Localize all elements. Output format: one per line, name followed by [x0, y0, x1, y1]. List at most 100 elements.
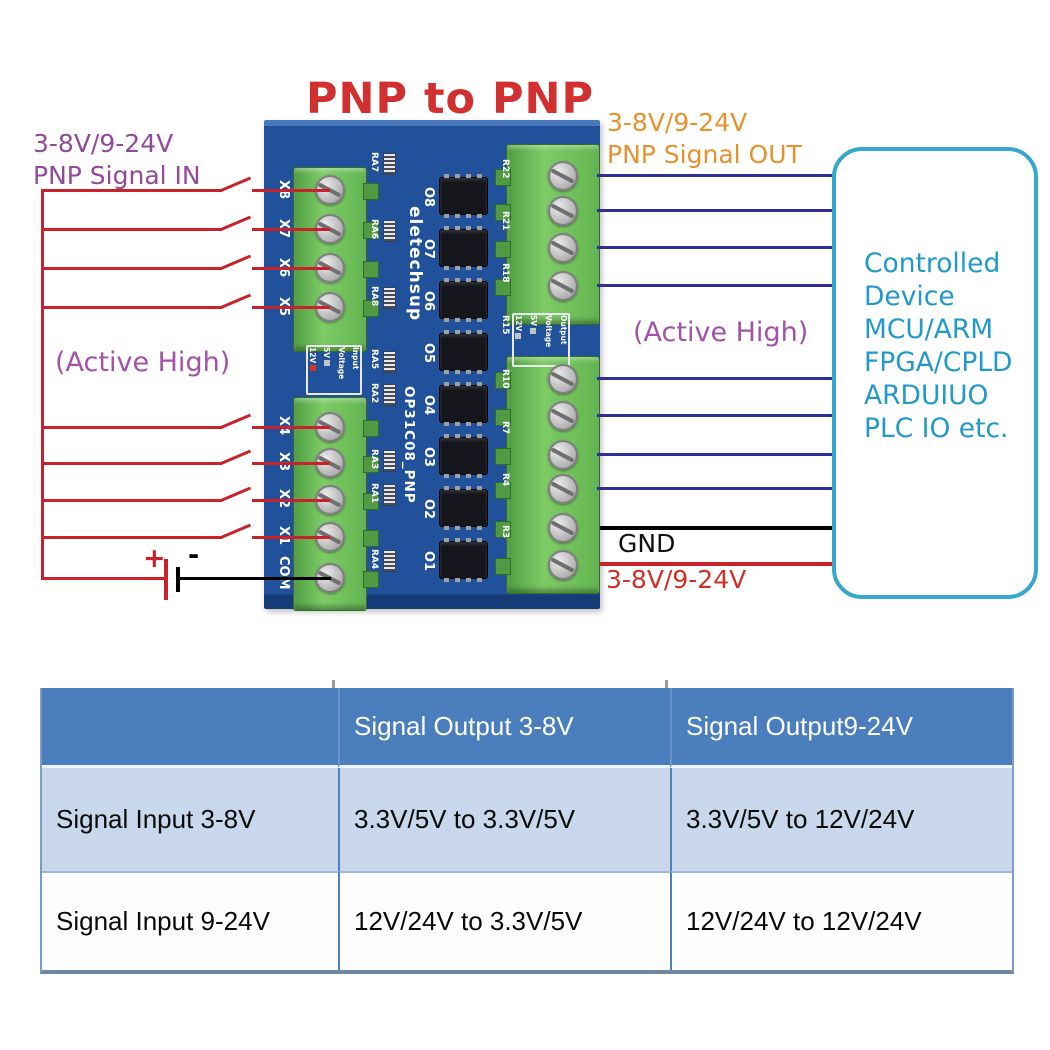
input-signal-label: 3-8V/9-24V PNP Signal IN	[33, 128, 201, 192]
resistor-array-label-ra2: RA2	[369, 383, 379, 404]
table-column-stub	[332, 680, 335, 688]
gnd-label: GND	[618, 529, 676, 558]
device-line-6: PLC IO etc.	[864, 413, 1009, 444]
resistor-array	[383, 450, 396, 472]
resistor-array	[383, 550, 396, 572]
output-voltage-selector-content: Output Voltage 5V 12V	[514, 315, 568, 365]
resistor-label-r21: R21	[500, 211, 510, 231]
input-bus-wire	[41, 189, 44, 580]
resistor-array	[383, 220, 396, 242]
opto-label-o3: O3	[421, 447, 436, 468]
device-line-4: FPGA/CPLD	[864, 347, 1013, 378]
gnd-wire	[600, 526, 834, 530]
optocoupler-ic-2	[440, 486, 487, 530]
terminal-tab	[495, 241, 511, 258]
terminal-tab	[495, 409, 511, 426]
switch-blade-x6	[220, 254, 252, 270]
optocoupler-ic-6	[440, 278, 487, 322]
table-cell-3-8v-out-9-24v: 3.3V/5V to 12V/24V	[670, 768, 1012, 871]
resistor-array	[383, 484, 396, 506]
resistor-array	[383, 287, 396, 309]
output-voltage-5v-label: 5V	[529, 315, 538, 327]
switch-blade-x2	[220, 486, 252, 502]
resistor-label-r10: R10	[500, 369, 510, 389]
output-voltage-option-12v: 12V	[514, 315, 523, 365]
controlled-device-text: Controlled Device MCU/ARM FPGA/CPLD ARDU…	[864, 247, 1012, 445]
terminal-tab	[495, 482, 511, 499]
switch-blade-x4	[220, 413, 252, 429]
resistor-array-label-ra4: RA4	[369, 549, 379, 570]
screw-gnd	[548, 513, 578, 543]
terminal-tab	[363, 530, 379, 547]
opto-label-o2: O2	[421, 499, 436, 520]
voltage-spec-table: Signal Output 3-8V Signal Output9-24V Si…	[40, 688, 1014, 974]
screw-out-2	[548, 440, 578, 470]
input-wire-x8-b	[252, 189, 330, 192]
terminal-tab	[363, 261, 379, 278]
input-voltage-12v-label: 12V	[308, 347, 318, 364]
table-column-stub	[665, 680, 668, 688]
optocoupler-ic-1	[440, 538, 487, 582]
resistor-label-r18: R18	[500, 263, 510, 283]
table-cell-3-8v-out-3-8v: 3.3V/5V to 3.3V/5V	[338, 768, 670, 871]
active-high-right: (Active High)	[633, 317, 809, 348]
output-voltage-title-2: Voltage	[544, 315, 553, 348]
optocoupler-ic-7	[440, 226, 487, 270]
resistor-label-r3: R3	[500, 525, 510, 539]
resistor-label-r7: R7	[500, 421, 510, 435]
input-voltage-selector: Input Voltage 5V 12V	[306, 345, 362, 395]
resistor-array-label-ra1: RA1	[369, 483, 379, 504]
input-voltage-option-12v: 12V	[308, 347, 317, 393]
terminal-tab	[495, 279, 511, 296]
input-wire-x3	[42, 462, 222, 465]
opto-label-o8: O8	[421, 187, 436, 208]
battery-positive-plate	[164, 559, 168, 600]
screw-out-5	[548, 271, 578, 301]
output-voltage-title-1: Output	[559, 315, 568, 345]
terminal-tab	[363, 183, 379, 200]
output-signal-type: PNP Signal OUT	[607, 140, 802, 169]
input-voltage-title-1: Input	[351, 347, 360, 370]
opto-label-o1: O1	[421, 551, 436, 572]
output-wire-o6	[597, 246, 834, 249]
terminal-tab	[363, 493, 379, 510]
screw-out-4	[548, 364, 578, 394]
input-wire-x6-b	[252, 267, 330, 270]
output-voltage-range: 3-8V/9-24V	[607, 108, 748, 137]
resistor-array	[383, 351, 396, 373]
table-cell-input-9-24v: Signal Input 9-24V	[42, 871, 338, 970]
screw-out-3	[548, 401, 578, 431]
active-high-left: (Active High)	[55, 347, 231, 378]
screw-out-8	[548, 161, 578, 191]
output-wire-o3	[597, 414, 834, 417]
model-silkscreen: OP31C08_PNP	[401, 386, 417, 504]
optocoupler-ic-8	[440, 174, 487, 218]
optocoupler-ic-3	[440, 434, 487, 478]
screw-out-6	[548, 233, 578, 263]
input-signal-type: PNP Signal IN	[33, 161, 201, 190]
output-voltage-option-5v: 5V	[529, 315, 538, 365]
battery-plus-sign: +	[143, 543, 166, 574]
resistor-array-label-ra6: RA6	[369, 219, 379, 240]
terminal-tab	[363, 456, 379, 473]
terminal-tab	[495, 204, 511, 221]
input-wire-x5-b	[252, 306, 330, 309]
device-line-2: Device	[864, 281, 955, 312]
terminal-tab	[495, 558, 511, 575]
output-wire-o8	[597, 174, 834, 177]
input-wire-x4-b	[252, 426, 330, 429]
device-line-1: Controlled	[864, 248, 1001, 279]
opto-label-o4: O4	[421, 395, 436, 416]
table-header-output-9-24v: Signal Output9-24V	[670, 688, 1012, 768]
table-cell-9-24v-out-3-8v: 12V/24V to 3.3V/5V	[338, 871, 670, 970]
terminal-tab	[495, 521, 511, 538]
input-wire-x6	[42, 267, 222, 270]
terminal-label-com: COM	[276, 556, 291, 590]
input-wire-x1	[42, 536, 222, 539]
resistor-array-label-ra5: RA5	[369, 349, 379, 370]
battery-minus-sign: -	[188, 540, 200, 571]
table-header-empty	[42, 688, 338, 768]
jumper-pad-5v-out	[530, 328, 537, 335]
output-signal-label: 3-8V/9-24V PNP Signal OUT	[607, 107, 802, 171]
screw-out-7	[548, 196, 578, 226]
